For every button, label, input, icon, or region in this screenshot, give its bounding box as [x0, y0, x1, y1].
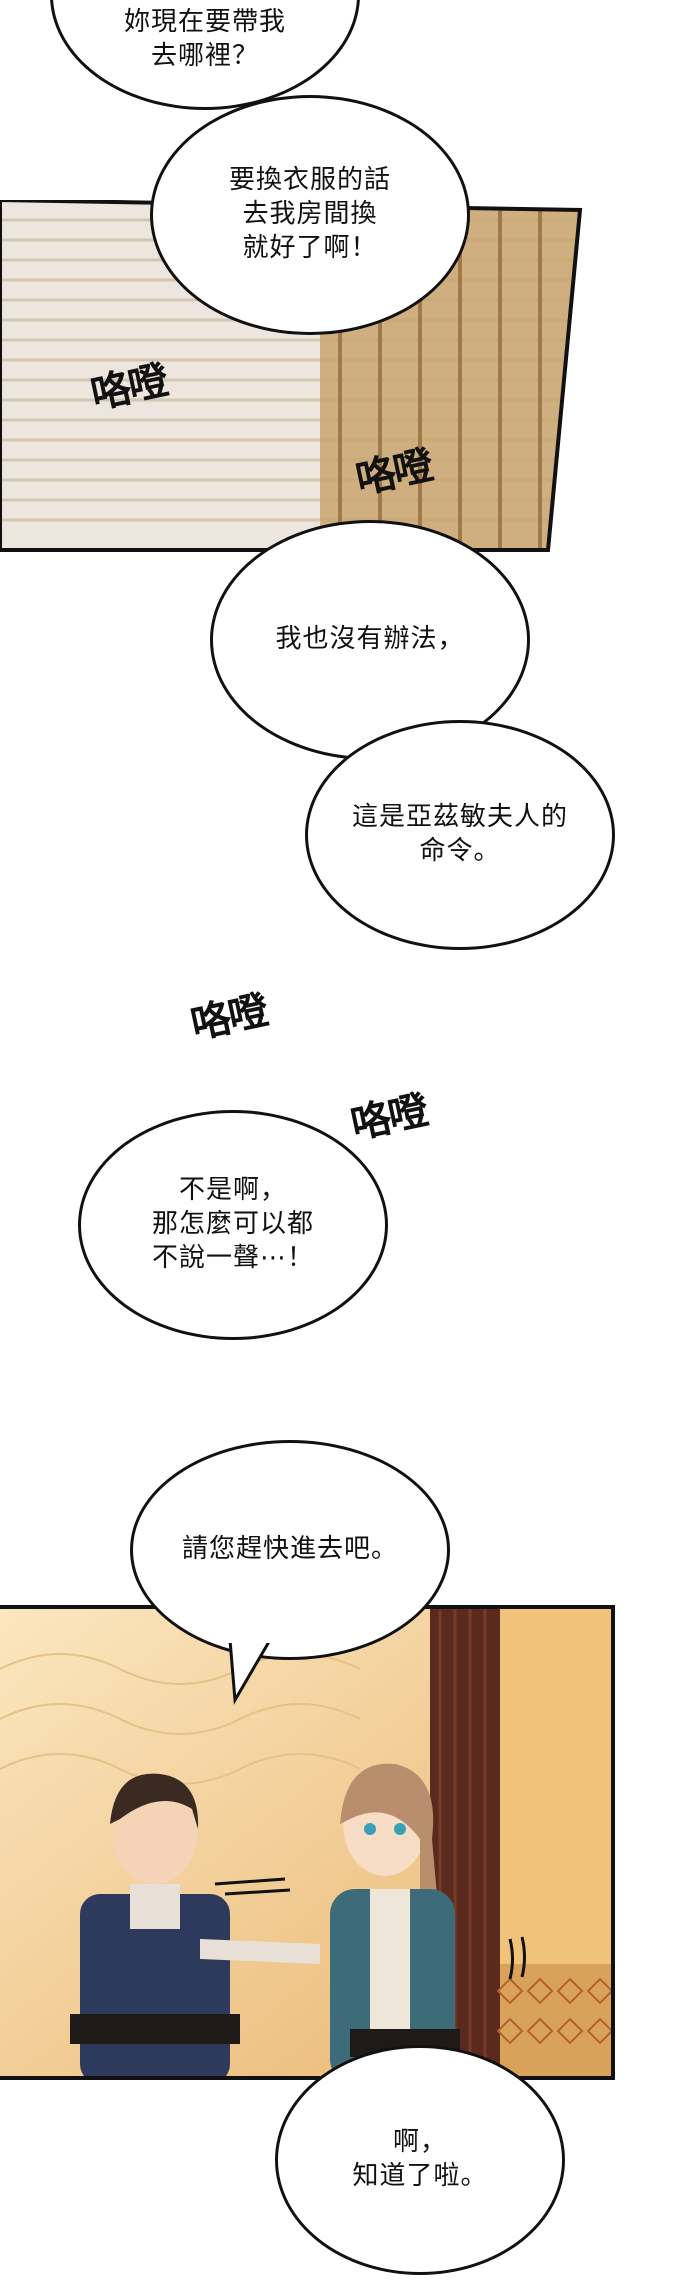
- lady-character: [330, 1763, 460, 2076]
- scene-illustration: [0, 1609, 611, 2076]
- speech-bubble-7: 啊， 知道了啦。: [275, 2045, 565, 2275]
- bubble-7-text: 啊， 知道了啦。: [352, 2127, 488, 2191]
- speech-bubble-1: 妳現在要帶我 去哪裡？: [50, 0, 360, 110]
- bubble-2-text: 要換衣服的話 去我房間換 就好了啊！: [228, 165, 391, 263]
- speech-bubble-4: 這是亞茲敏夫人的 命令。: [305, 720, 615, 950]
- bubble-5-text: 不是啊， 那怎麼可以都 不說一聲⋯！: [151, 1175, 314, 1273]
- bubble-3-text: 我也沒有辦法，: [275, 624, 465, 655]
- panel-scene: [0, 1605, 615, 2080]
- maid-character: [70, 1773, 320, 2076]
- speech-bubble-2: 要換衣服的話 去我房間換 就好了啊！: [150, 95, 470, 335]
- sfx-4: 咯噔: [346, 1087, 431, 1149]
- bubble-4-text: 這是亞茲敏夫人的 命令。: [351, 802, 568, 866]
- speech-bubble-6: 請您趕快進去吧。: [130, 1440, 450, 1660]
- sfx-3: 咯噔: [186, 987, 271, 1049]
- bubble-6-text: 請您趕快進去吧。: [181, 1534, 398, 1565]
- bubble-6-tail: [228, 1640, 272, 1705]
- bubble-1-text: 妳現在要帶我 去哪裡？: [123, 7, 286, 71]
- speech-bubble-5: 不是啊， 那怎麼可以都 不說一聲⋯！: [78, 1110, 388, 1340]
